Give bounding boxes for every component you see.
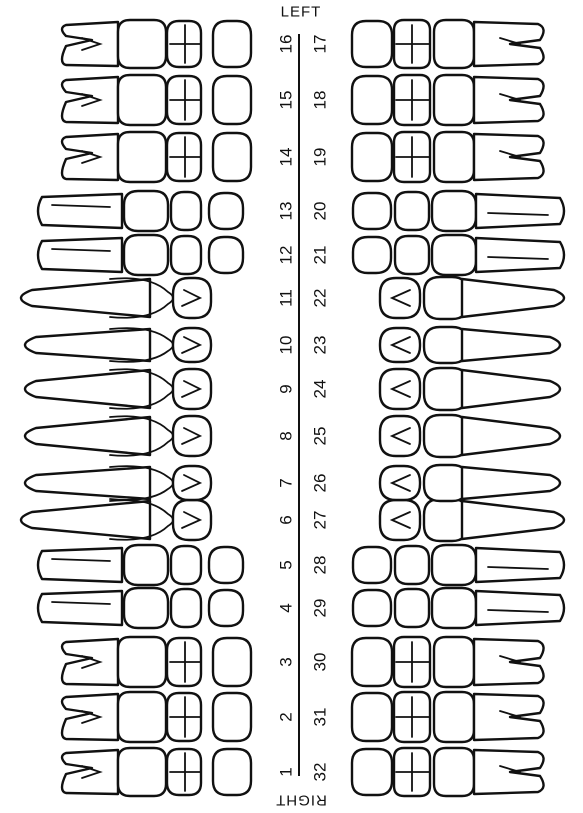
upper-tooth-number: 1 [278, 767, 295, 776]
lower-tooth-20 [353, 191, 564, 231]
lower-tooth-number: 24 [312, 380, 329, 399]
left-side-label: LEFT [281, 4, 322, 21]
lower-tooth-number: 28 [312, 556, 329, 575]
lower-tooth-25 [380, 415, 560, 457]
lower-tooth-number: 19 [312, 148, 329, 167]
upper-tooth-14 [62, 132, 251, 182]
upper-tooth-11 [21, 278, 211, 318]
upper-tooth-number: 5 [278, 560, 295, 569]
lower-tooth-number: 20 [312, 202, 329, 221]
lower-tooth-17 [352, 20, 544, 68]
lower-tooth-23 [380, 327, 560, 363]
upper-tooth-12 [38, 235, 243, 275]
upper-tooth-number: 16 [278, 35, 295, 54]
lower-tooth-28 [353, 545, 564, 585]
upper-tooth-6 [21, 500, 211, 540]
lower-tooth-32 [352, 748, 544, 796]
upper-tooth-13 [38, 191, 243, 231]
lower-tooth-number: 18 [312, 91, 329, 110]
upper-tooth-15 [62, 75, 251, 125]
lower-tooth-29 [353, 588, 564, 628]
upper-tooth-number: 6 [278, 515, 295, 524]
upper-tooth-number: 14 [278, 148, 295, 167]
upper-tooth-5 [38, 545, 243, 585]
lower-tooth-number: 31 [312, 708, 329, 727]
upper-tooth-number: 2 [278, 712, 295, 721]
upper-tooth-number: 8 [278, 431, 295, 440]
upper-tooth-number: 10 [278, 336, 295, 355]
upper-tooth-number: 3 [278, 657, 295, 666]
upper-tooth-8 [25, 416, 211, 456]
lower-tooth-22 [380, 277, 564, 319]
lower-tooth-number: 23 [312, 336, 329, 355]
upper-tooth-number: 12 [278, 246, 295, 265]
lower-tooth-number: 25 [312, 427, 329, 446]
lower-tooth-19 [352, 132, 544, 182]
upper-tooth-7 [25, 466, 211, 500]
lower-tooth-number: 26 [312, 474, 329, 493]
upper-arch [21, 20, 251, 796]
lower-tooth-number: 29 [312, 599, 329, 618]
upper-tooth-number: 4 [278, 603, 295, 612]
lower-tooth-24 [380, 368, 560, 410]
upper-tooth-10 [25, 328, 211, 362]
upper-tooth-16 [62, 20, 251, 68]
upper-tooth-number: 13 [278, 202, 295, 221]
lower-tooth-number: 21 [312, 246, 329, 265]
lower-tooth-number: 32 [312, 763, 329, 782]
lower-tooth-number: 17 [312, 35, 329, 54]
lower-tooth-30 [352, 637, 544, 687]
right-side-label: RIGHT [275, 792, 327, 809]
upper-tooth-number: 7 [278, 478, 295, 487]
lower-tooth-number: 27 [312, 511, 329, 530]
upper-tooth-number: 15 [278, 91, 295, 110]
lower-tooth-number: 30 [312, 653, 329, 672]
lower-tooth-21 [353, 235, 564, 275]
upper-tooth-4 [38, 588, 243, 628]
lower-tooth-31 [352, 692, 544, 742]
lower-tooth-26 [380, 465, 560, 501]
lower-arch [352, 20, 564, 796]
upper-tooth-3 [62, 637, 251, 687]
lower-tooth-number: 22 [312, 289, 329, 308]
upper-tooth-number: 9 [278, 384, 295, 393]
lower-tooth-27 [380, 499, 564, 541]
upper-tooth-2 [62, 692, 251, 742]
upper-tooth-9 [25, 369, 211, 409]
upper-tooth-1 [62, 748, 251, 796]
upper-tooth-number: 11 [278, 289, 295, 307]
lower-tooth-18 [352, 75, 544, 125]
